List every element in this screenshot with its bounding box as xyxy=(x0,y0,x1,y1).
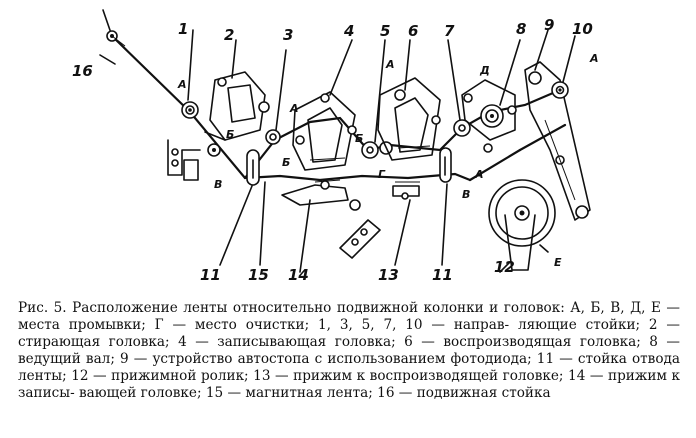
label-14: 14 xyxy=(288,266,309,284)
caption-line: вающей головке; 15 — магнитная лента; 16… xyxy=(79,385,551,401)
letter-A-3: А xyxy=(289,102,299,115)
playback-head-6 xyxy=(377,39,441,161)
letter-A-7: А xyxy=(474,168,484,181)
label-9: 9 xyxy=(544,16,554,34)
label-15: 15 xyxy=(248,266,269,284)
guide-post-10 xyxy=(551,35,576,99)
erasing-head-2 xyxy=(204,71,270,157)
letter-V-right: В xyxy=(462,188,470,201)
label-16: 16 xyxy=(72,62,93,80)
label-11-left: 11 xyxy=(200,266,221,284)
pinch-roller-12 xyxy=(488,179,556,273)
label-5: 5 xyxy=(380,22,390,40)
letter-V-left: В xyxy=(214,178,222,191)
letter-A-10: А xyxy=(589,52,599,65)
caption-line: А, Б, В, Д, Е — места промывки; Г — мест… xyxy=(18,300,680,333)
letter-E: Е xyxy=(554,256,562,269)
pressure-pad-14 xyxy=(281,179,361,273)
letter-D: Д xyxy=(479,64,490,77)
pressure-pad-13 xyxy=(392,181,420,266)
letter-B-3: Б xyxy=(282,156,290,169)
guide-post-5 xyxy=(361,39,393,159)
letter-A-5: А xyxy=(385,58,395,71)
caption-line: ляющие стойки; 2 — стирающая головка; 4 … xyxy=(18,317,681,350)
capstan-8 xyxy=(461,39,521,153)
label-3: 3 xyxy=(283,26,293,44)
label-4: 4 xyxy=(343,22,354,40)
label-1: 1 xyxy=(178,20,188,38)
caption-line: ролик; 13 — прижим к воспроизводящей гол… xyxy=(18,368,681,401)
letter-A-1: А xyxy=(177,78,187,91)
label-12: 12 xyxy=(494,258,515,276)
letter-B-1: Б xyxy=(226,128,234,141)
tape-lift-post-11-left xyxy=(246,149,260,186)
guide-post-7 xyxy=(447,39,471,137)
label-6: 6 xyxy=(408,22,418,40)
letter-G: Г xyxy=(378,168,386,181)
label-11-right: 11 xyxy=(432,266,453,284)
guide-post-1 xyxy=(167,101,201,181)
label-13: 13 xyxy=(378,266,399,284)
recording-head-4 xyxy=(292,39,357,171)
guide-post-3 xyxy=(265,49,287,145)
label-7: 7 xyxy=(444,22,455,40)
letter-B-5: Б xyxy=(355,132,363,145)
lower-bracket xyxy=(339,219,381,259)
autostop-device-9 xyxy=(524,29,591,221)
caption-line: воспроизводящая головка; 8 — ведущий вал… xyxy=(18,334,680,367)
label-10: 10 xyxy=(572,20,593,38)
caption-line: использованием фотодиода; 11 — стойка от… xyxy=(18,351,680,384)
figure-caption: Рис. 5. Расположение ленты относительно … xyxy=(18,300,680,402)
label-2: 2 xyxy=(224,26,234,44)
tape-lift-post-11-right xyxy=(439,147,452,183)
movable-post-16 xyxy=(102,9,126,47)
label-8: 8 xyxy=(516,20,526,38)
caption-line: Рис. 5. Расположение ленты относительно … xyxy=(18,300,565,316)
